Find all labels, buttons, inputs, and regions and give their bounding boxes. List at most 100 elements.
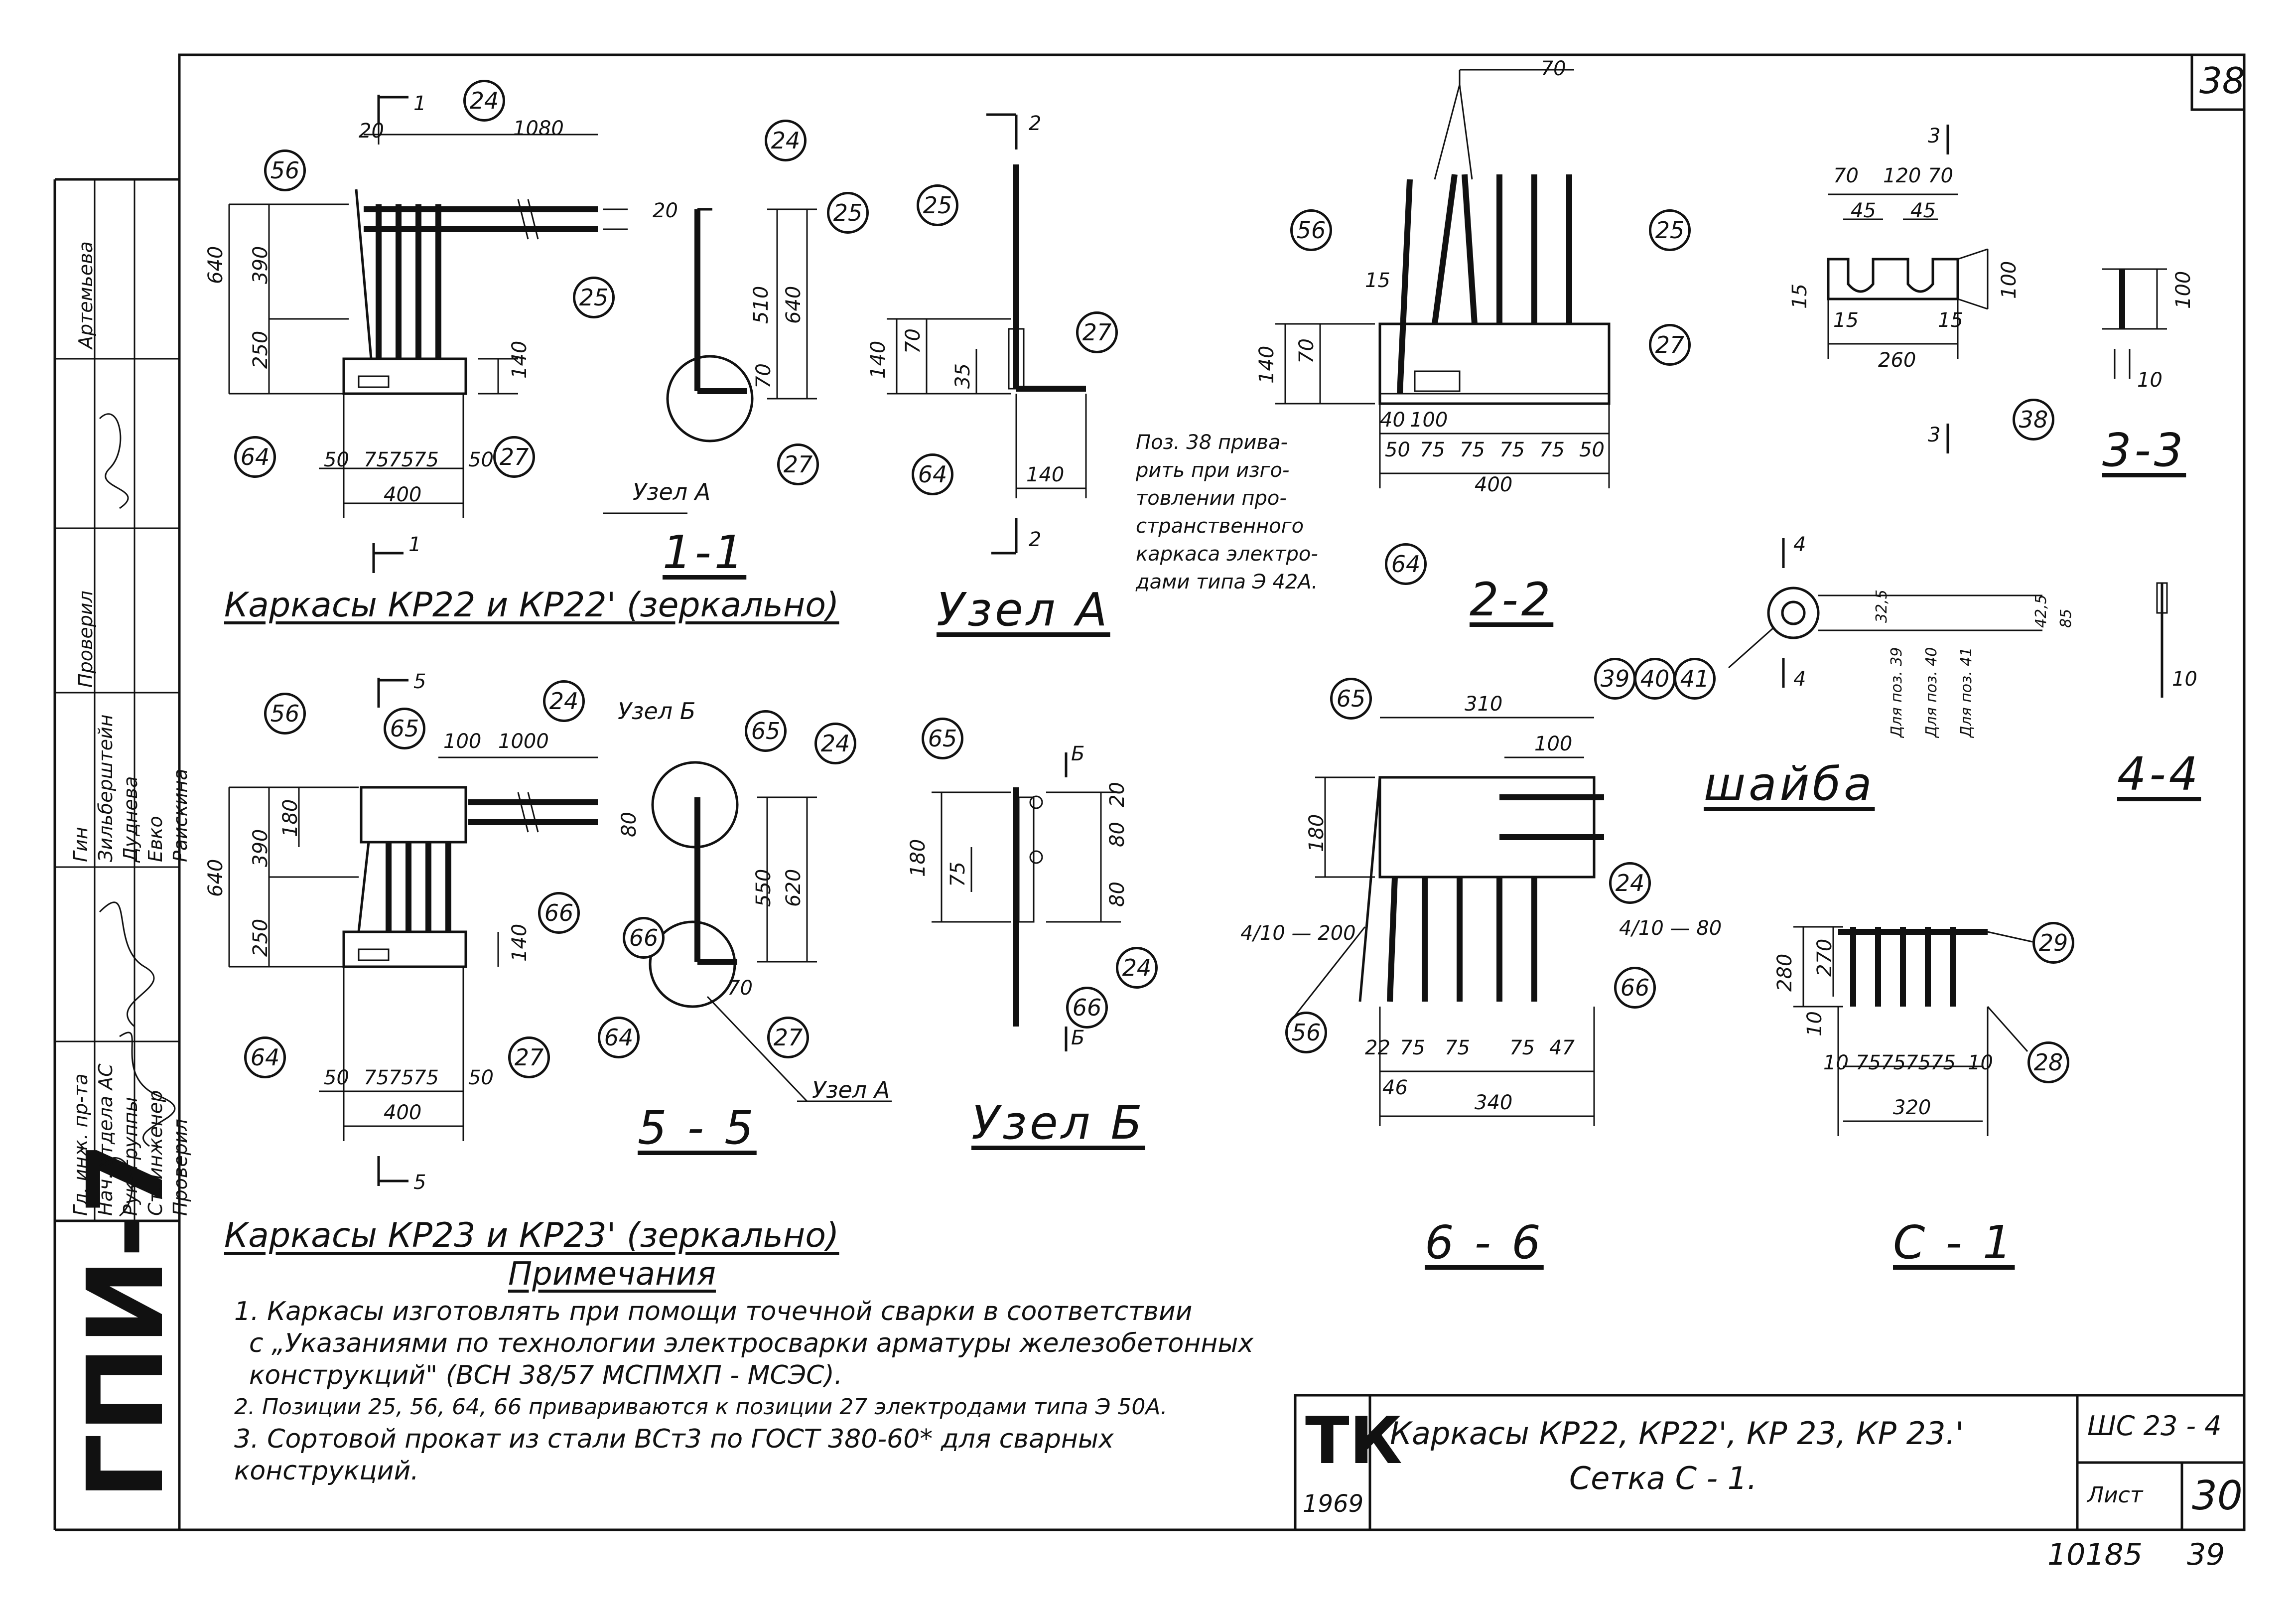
label-sec2-bot: 2 xyxy=(1029,528,1042,551)
mark-39: 39 xyxy=(1594,658,1636,700)
dim-10-c1a: 10 xyxy=(1823,1051,1849,1074)
mark-27-na: 27 xyxy=(1076,311,1118,353)
section-6-6-drawing xyxy=(1289,717,1604,1126)
org-logo: ТК xyxy=(1305,1403,1402,1478)
mark-66-s6: 66 xyxy=(1614,967,1656,1009)
mark-24-s5: 24 xyxy=(814,723,856,764)
dim-270: 270 xyxy=(1813,938,1836,977)
washer-for-40: Для поз. 40 xyxy=(1923,647,1940,737)
dim-4-10-200: 4/10 — 200 xyxy=(1240,922,1356,945)
mark-66-s5: 66 xyxy=(623,917,665,959)
dim-75-c1d: 75 xyxy=(1930,1051,1956,1074)
mark-25-na: 25 xyxy=(917,184,958,226)
section-5-5-drawing xyxy=(649,761,892,1102)
mark-27-s2: 27 xyxy=(1649,324,1691,366)
mark-25-s2: 25 xyxy=(1649,209,1691,251)
dim-10-s3: 10 xyxy=(2137,369,2162,392)
caption-node-a: Узел А xyxy=(937,583,1110,636)
dim-390-b: 390 xyxy=(249,829,272,867)
mark-64-s2: 64 xyxy=(1385,543,1427,585)
dim-400-b: 400 xyxy=(384,1101,422,1124)
mark-41: 41 xyxy=(1674,658,1716,700)
caption-node-b: Узел Б xyxy=(971,1096,1145,1150)
dim-390: 390 xyxy=(249,246,272,284)
dim-75-a: 75 xyxy=(364,448,389,471)
dim-80-nbb: 80 xyxy=(1106,882,1129,907)
dim-640-b: 640 xyxy=(204,859,227,897)
dim-70-s5: 70 xyxy=(727,977,753,1000)
caption-mesh-c1: С - 1 xyxy=(1893,1216,2015,1269)
dim-50-br: 50 xyxy=(468,1066,494,1089)
dim-310: 310 xyxy=(1465,693,1503,716)
mark-64-b: 64 xyxy=(244,1036,286,1078)
dim-15-s2: 15 xyxy=(1365,269,1390,292)
dim-100-s2: 100 xyxy=(1410,409,1448,432)
drawing-title-line1: Каркасы КР22, КР22', КР 23, КР 23.' xyxy=(1390,1415,1964,1452)
dim-400-s2: 400 xyxy=(1475,473,1513,496)
note-item-1: 1. Каркасы изготовлять при помощи точечн… xyxy=(234,1297,1193,1326)
caption-frames-kr22: Каркасы КР22 и КР22' (зеркально) xyxy=(224,586,839,625)
caption-section-2-2: 2-2 xyxy=(1470,573,1554,626)
mark-24-s1: 24 xyxy=(765,120,807,161)
note-item-1-cont: с „Указаниями по технологии электросварк… xyxy=(249,1328,1254,1390)
dim-550: 550 xyxy=(752,869,775,907)
dim-32-5: 32,5 xyxy=(1873,589,1891,623)
label-sec3-top: 3 xyxy=(1928,125,1941,147)
archive-page: 39 xyxy=(2187,1537,2225,1572)
washer-for-39: Для поз. 39 xyxy=(1888,647,1905,737)
weld-note-line: дами типа Э 42А. xyxy=(1136,571,1318,593)
mark-28: 28 xyxy=(2027,1041,2069,1083)
label-sec2-top: 2 xyxy=(1029,112,1042,135)
dim-m70: — 70 xyxy=(1514,57,1566,80)
dim-80-nba: 80 xyxy=(1106,822,1129,847)
dim-70-s1: 70 xyxy=(752,363,775,389)
dim-10-c1: 10 xyxy=(1803,1011,1826,1036)
mark-24-nb: 24 xyxy=(1116,947,1158,989)
stamp-name-1: Гин xyxy=(70,827,92,862)
mark-25: 25 xyxy=(573,277,615,318)
weld-note-line: каркаса электро- xyxy=(1136,543,1318,566)
section-1-1-drawing xyxy=(603,208,817,514)
dim-80-b: 80 xyxy=(618,812,641,837)
weld-note-line: рить при изго- xyxy=(1136,459,1290,482)
dim-140: 140 xyxy=(508,340,531,379)
caption-washer: шайба xyxy=(1704,757,1875,811)
mark-64: 64 xyxy=(234,436,276,478)
node-a-drawing xyxy=(887,113,1087,555)
mark-38: 38 xyxy=(2013,399,2054,441)
dim-75-s2c: 75 xyxy=(1499,439,1525,461)
label-sec4-top: 4 xyxy=(1793,533,1806,556)
mark-56: 56 xyxy=(264,149,306,191)
mark-64-s5: 64 xyxy=(598,1017,640,1058)
dim-15-s3c: 15 xyxy=(1938,309,1963,332)
mark-65-s5: 65 xyxy=(745,710,787,752)
mark-27-b: 27 xyxy=(508,1036,550,1078)
dim-75-bb: 75 xyxy=(389,1066,414,1089)
dim-45-s3b: 45 xyxy=(1910,199,1936,222)
label-b-bot: Б xyxy=(1071,1027,1085,1049)
caption-node-b-label: Узел Б xyxy=(618,698,696,725)
dim-140-nab: 140 xyxy=(1026,463,1065,486)
frame-kr23-elevation xyxy=(228,678,598,1186)
dim-50-s2: 50 xyxy=(1385,439,1410,461)
caption-node-a-label-2: Узел А xyxy=(812,1076,890,1103)
dim-22: 22 xyxy=(1365,1036,1390,1059)
dim-20-top: 20 xyxy=(359,120,384,143)
dim-70-s3b: 70 xyxy=(1928,164,1953,187)
label-sec1-bot: 1 xyxy=(408,533,421,556)
weld-note-line: странственного xyxy=(1136,515,1304,538)
dim-75-b: 75 xyxy=(389,448,414,471)
org-name-box: ГПИ-7 xyxy=(55,1142,187,1530)
corner-sheet-number: 38 xyxy=(2199,60,2245,102)
washer-for-41: Для поз. 41 xyxy=(1958,647,1975,737)
dim-75-s2a: 75 xyxy=(1420,439,1445,461)
dim-45-s3a: 45 xyxy=(1851,199,1876,222)
dim-180-nb: 180 xyxy=(907,839,930,877)
dim-75-ba: 75 xyxy=(364,1066,389,1089)
caption-section-3-3: 3-3 xyxy=(2102,424,2186,477)
dim-42-5: 42,5 xyxy=(2032,594,2050,628)
dim-50-s2r: 50 xyxy=(1579,439,1605,461)
mark-65-s6: 65 xyxy=(1330,678,1372,720)
dim-20-1: 20 xyxy=(653,199,678,222)
caption-section-6-6: 6 - 6 xyxy=(1425,1216,1544,1269)
